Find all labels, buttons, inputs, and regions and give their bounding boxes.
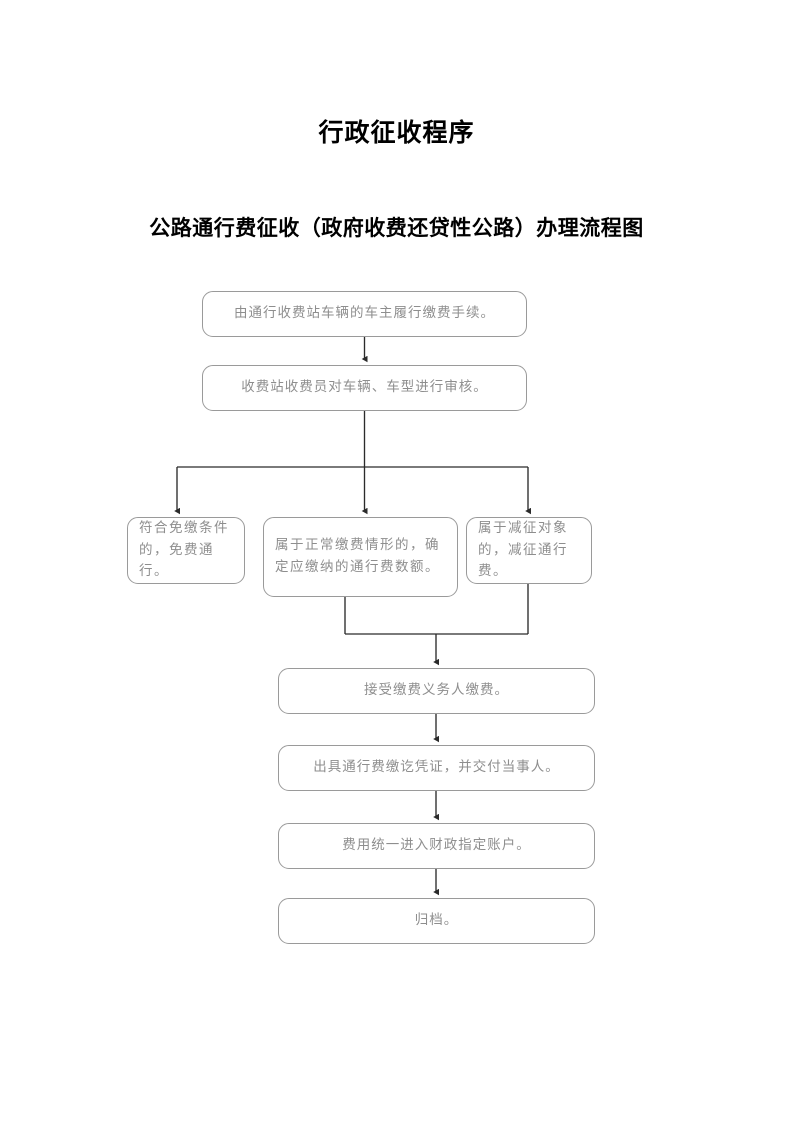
flow-node-normal-payment-amount[interactable]: 属于正常缴费情形的，确定应缴纳的通行费数额。 — [263, 517, 458, 597]
page-subtitle: 公路通行费征收（政府收费还贷性公路）办理流程图 — [149, 215, 644, 240]
flow-node-toll-collector-review[interactable]: 收费站收费员对车辆、车型进行审核。 — [202, 365, 527, 411]
flow-node-label: 出具通行费缴讫凭证，并交付当事人。 — [313, 759, 560, 776]
flow-node-vehicle-owner-pays[interactable]: 由通行收费站车辆的车主履行缴费手续。 — [202, 291, 527, 337]
flow-node-label: 接受缴费义务人缴费。 — [364, 682, 509, 699]
flow-node-issue-receipt[interactable]: 出具通行费缴讫凭证，并交付当事人。 — [278, 745, 595, 791]
flow-node-label: 属于正常缴费情形的，确定应缴纳的通行费数额。 — [275, 537, 440, 575]
flow-node-exemption-free-pass[interactable]: 符合免缴条件的，免费通行。 — [127, 517, 245, 584]
flow-node-label: 归档。 — [414, 912, 459, 929]
flow-node-label: 费用统一进入财政指定账户。 — [342, 837, 531, 854]
flow-node-label: 由通行收费站车辆的车主履行缴费手续。 — [234, 305, 495, 322]
flow-node-archive[interactable]: 归档。 — [278, 898, 595, 944]
flow-node-accept-payment[interactable]: 接受缴费义务人缴费。 — [278, 668, 595, 714]
flow-node-reduction-target[interactable]: 属于减征对象的，减征通行费。 — [466, 517, 592, 584]
flow-node-funds-to-treasury[interactable]: 费用统一进入财政指定账户。 — [278, 823, 595, 869]
flow-node-label: 收费站收费员对车辆、车型进行审核。 — [241, 379, 488, 396]
flow-node-label: 属于减征对象的，减征通行费。 — [478, 519, 568, 580]
flow-node-label: 符合免缴条件的，免费通行。 — [139, 519, 229, 580]
page-title: 行政征收程序 — [318, 118, 475, 147]
